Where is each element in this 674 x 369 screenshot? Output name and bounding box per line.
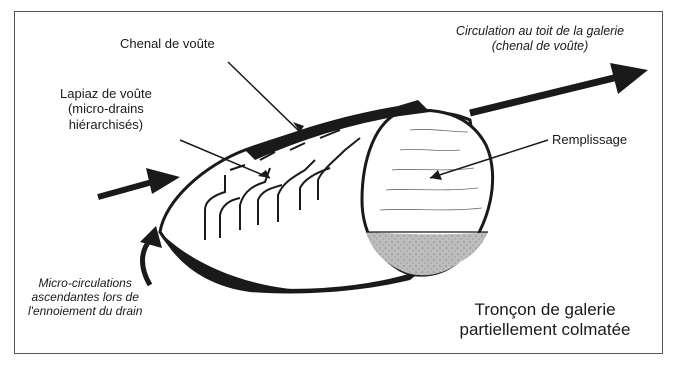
micro-circulation-arrow-icon — [140, 226, 162, 285]
label-lapiaz-de-voute: Lapiaz de voûte (micro-drains hiérarchis… — [60, 86, 152, 132]
label-circulation-toit: Circulation au toit de la galerie (chena… — [430, 24, 650, 54]
label-troncon-de-galerie: Tronçon de galerie partiellement colmaté… — [440, 300, 650, 340]
label-micro-circulations: Micro-circulations ascendantes lors de l… — [28, 276, 142, 318]
label-chenal-de-voute: Chenal de voûte — [120, 36, 215, 51]
inflow-arrow-icon — [98, 168, 180, 197]
circulation-arrow-icon — [470, 63, 648, 113]
label-remplissage: Remplissage — [552, 132, 627, 147]
